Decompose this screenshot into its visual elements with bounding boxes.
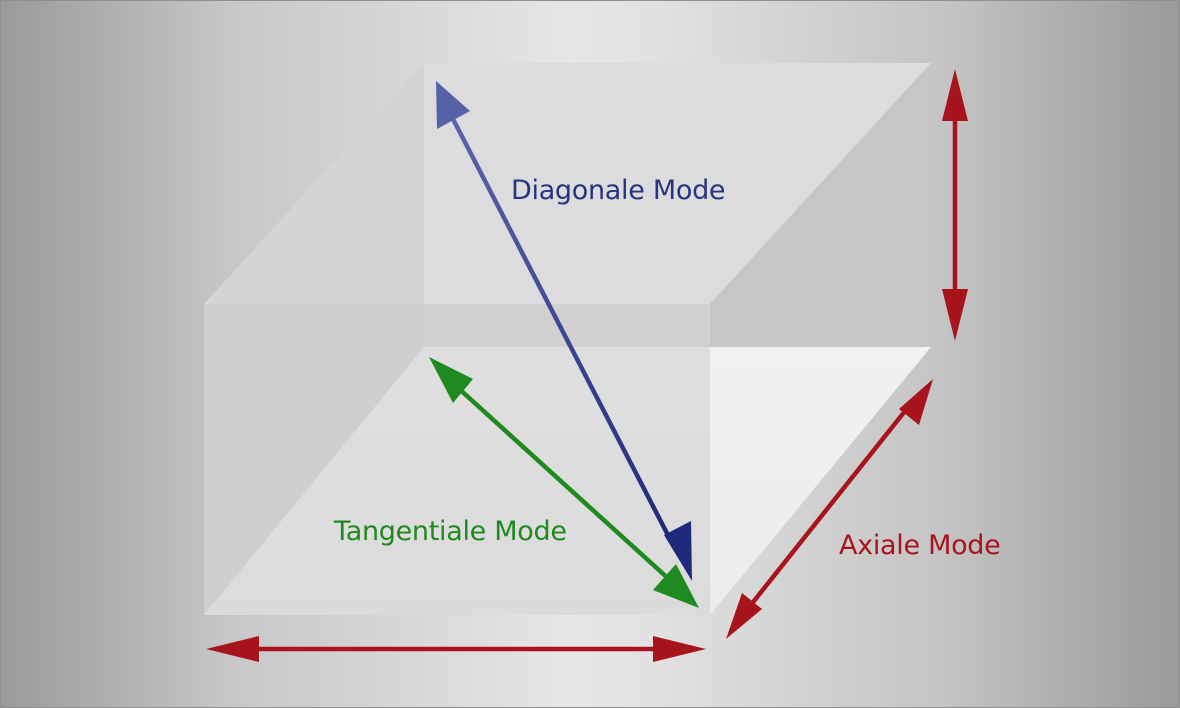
floor	[204, 347, 931, 615]
axial-mode-arrow-depth	[726, 379, 933, 639]
axial-mode-arrow-vertical	[942, 69, 968, 341]
tangential-mode-label: Tangentiale Mode	[334, 516, 567, 547]
tangential-mode-arrow	[429, 357, 699, 608]
diagonal-mode-arrow	[436, 81, 692, 581]
diagonal-mode-label: Diagonale Mode	[511, 175, 726, 206]
front-wall	[204, 304, 710, 615]
ceiling-edge	[204, 304, 710, 347]
axial-mode-arrow-horizontal	[206, 636, 706, 662]
axial-mode-label: Axiale Mode	[839, 530, 1001, 561]
